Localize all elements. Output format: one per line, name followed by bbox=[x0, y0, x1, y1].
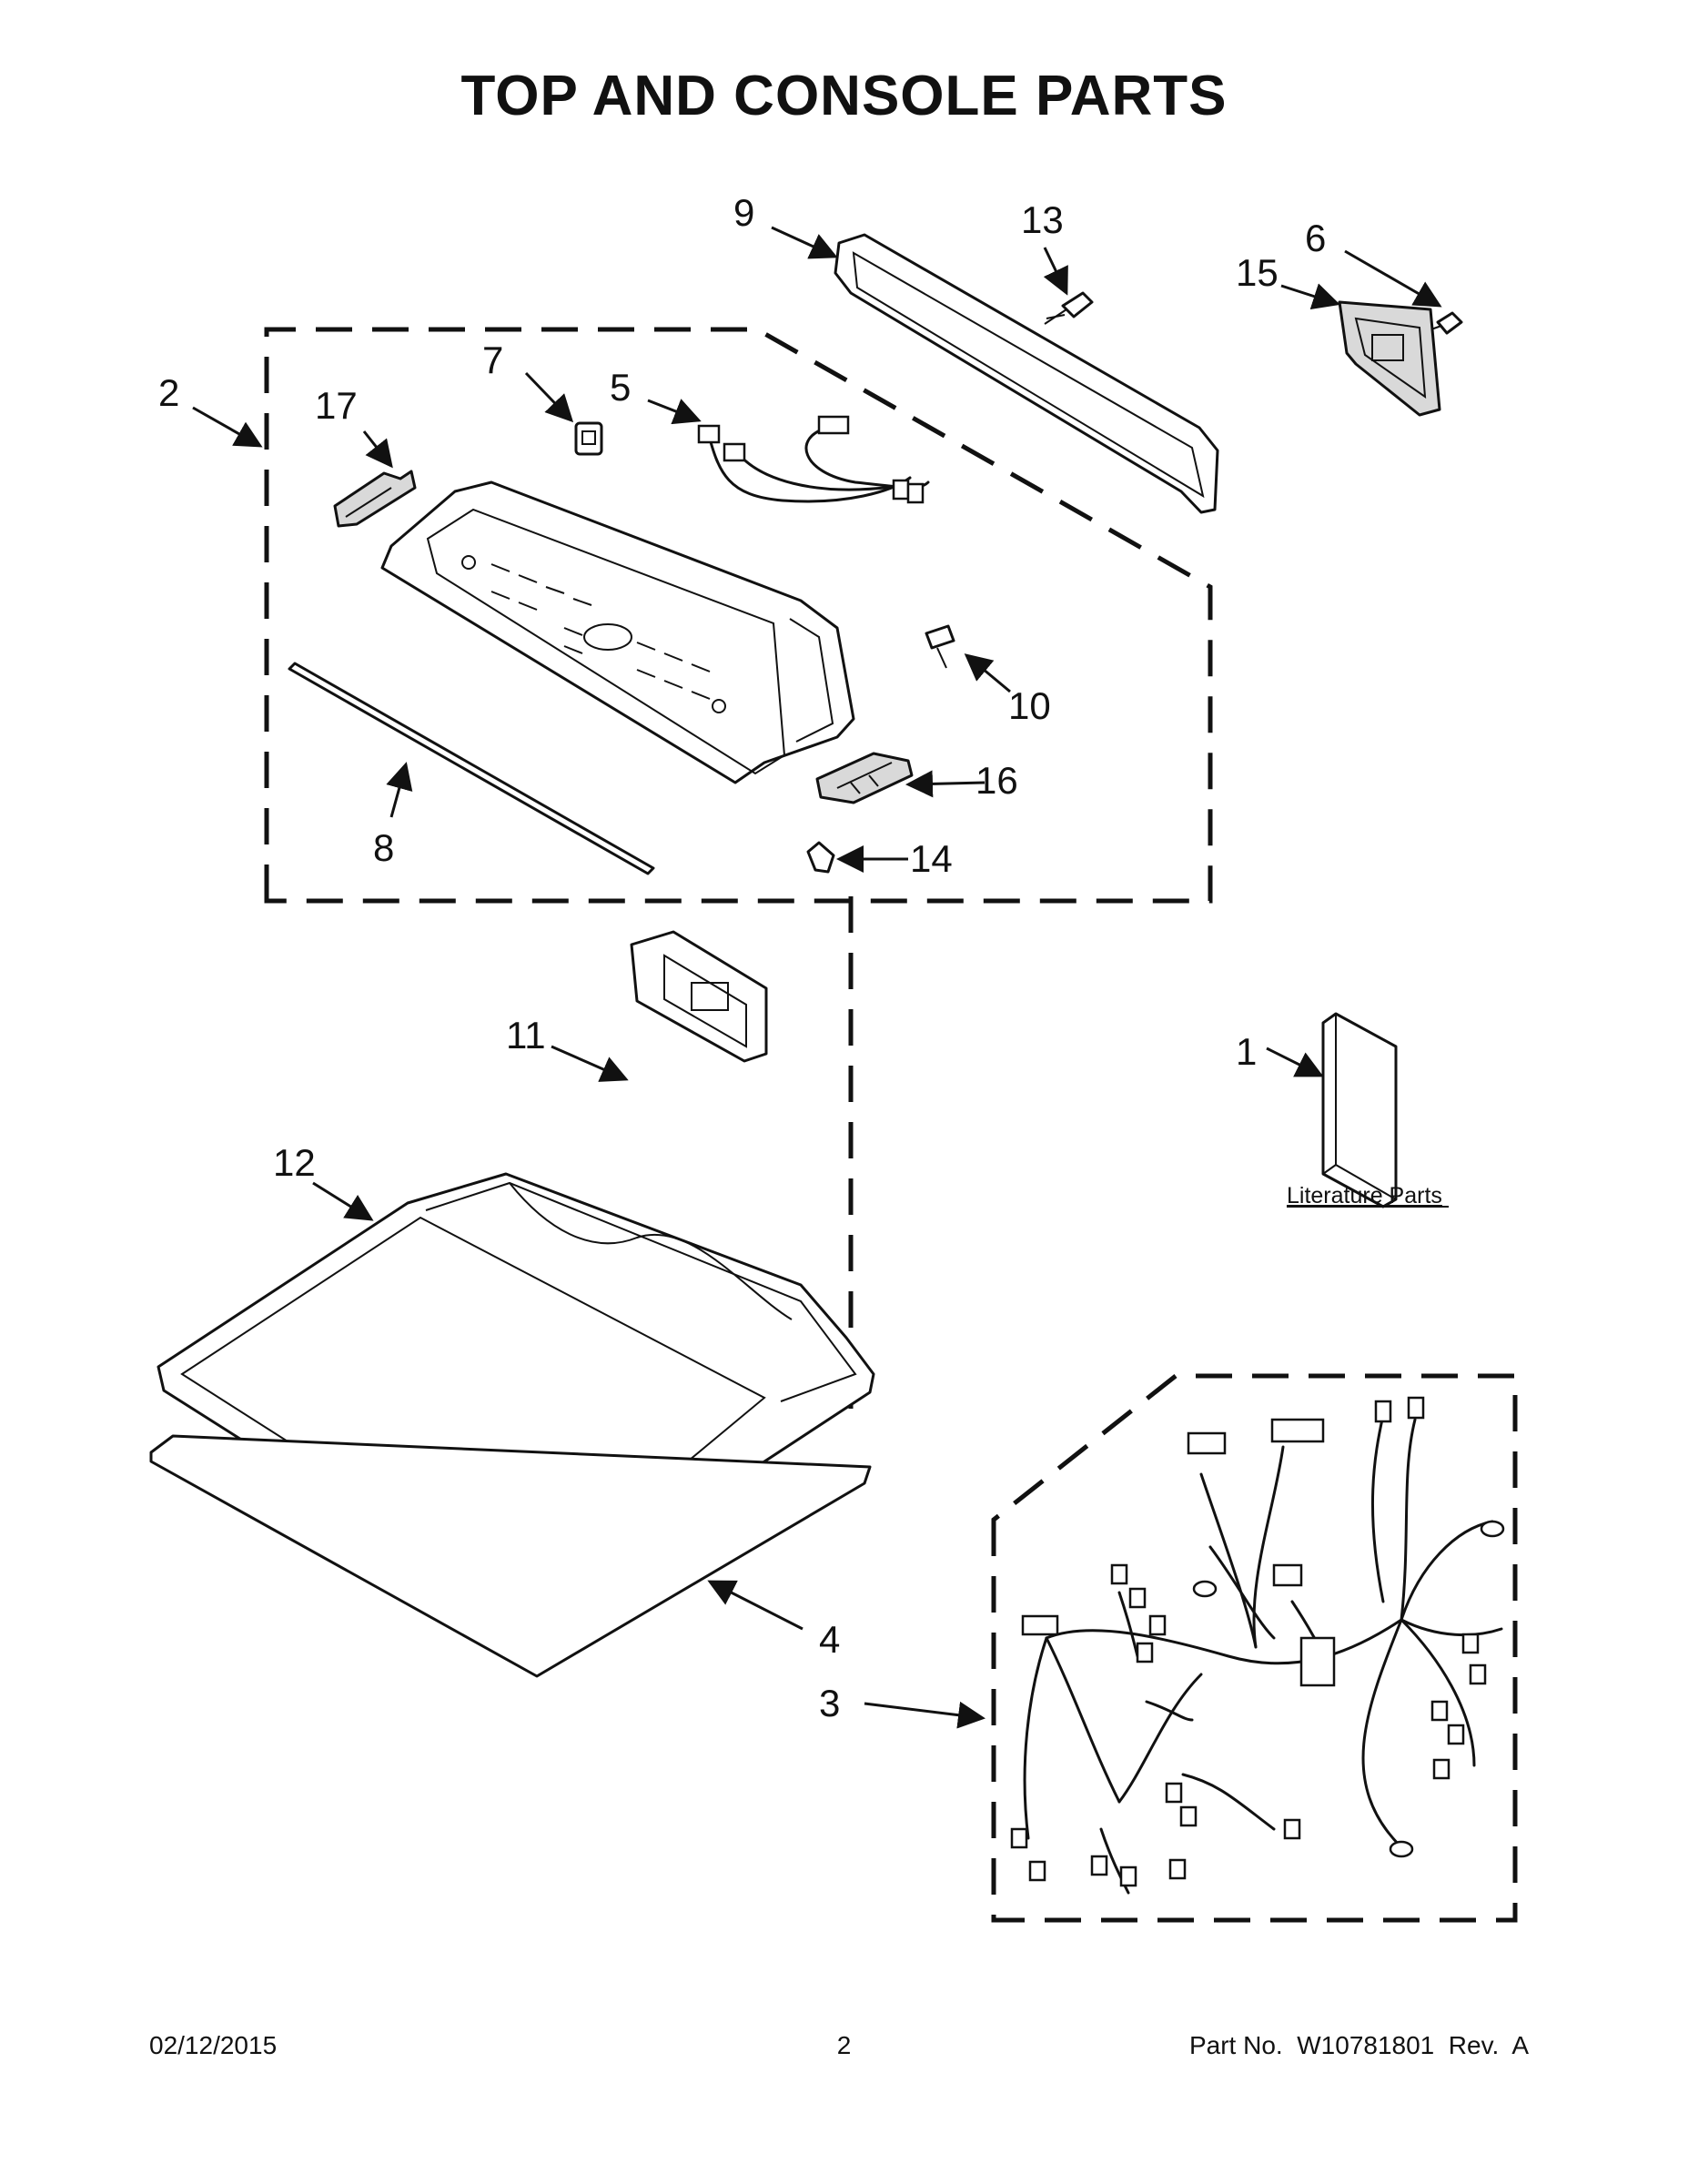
footer-date: 02/12/2015 bbox=[149, 2031, 278, 2059]
part-15-bracket bbox=[1338, 300, 1441, 417]
part-13-screw bbox=[1044, 291, 1094, 325]
part-11-control-board bbox=[630, 930, 768, 1063]
part-4-liner bbox=[149, 1434, 872, 1678]
part-16-bracket bbox=[815, 752, 914, 804]
page-title: TOP AND CONSOLE PARTS bbox=[460, 65, 1228, 127]
part-10-screw bbox=[925, 624, 955, 669]
callout-1: 1 bbox=[1236, 1030, 1257, 1073]
part-14-clip bbox=[806, 841, 835, 874]
console-group-outline bbox=[264, 327, 1213, 904]
callout-7: 7 bbox=[482, 339, 503, 381]
callout-17: 17 bbox=[315, 384, 358, 427]
callout-13: 13 bbox=[1021, 198, 1064, 241]
footer-page-number: 2 bbox=[836, 2031, 852, 2059]
callout-labels: 1 2 3 4 5 6 7 8 9 10 11 12 13 14 15 16 1… bbox=[158, 191, 1326, 1724]
part-1-literature bbox=[1321, 1012, 1398, 1208]
part-3-wire-harness bbox=[1010, 1396, 1505, 1895]
console-panel bbox=[380, 480, 855, 784]
part-8-trim-strip bbox=[288, 662, 655, 875]
footer-part-number: Part No. W10781801 Rev. A bbox=[1188, 2031, 1529, 2059]
part-5-wire-lead bbox=[697, 415, 930, 504]
leader-arrows bbox=[192, 226, 1442, 1729]
callout-14: 14 bbox=[910, 837, 953, 880]
callout-2: 2 bbox=[158, 371, 179, 414]
callout-12: 12 bbox=[273, 1141, 316, 1184]
callout-11: 11 bbox=[506, 1014, 546, 1057]
callout-8: 8 bbox=[373, 826, 394, 869]
callout-6: 6 bbox=[1305, 217, 1326, 259]
part-17-bracket bbox=[333, 470, 417, 528]
literature-parts-label: Literature Parts bbox=[1287, 1183, 1442, 1208]
callout-15: 15 bbox=[1236, 251, 1279, 294]
callout-3: 3 bbox=[819, 1682, 840, 1724]
callout-5: 5 bbox=[610, 366, 631, 409]
part-7-clip bbox=[574, 421, 603, 456]
callout-9: 9 bbox=[733, 191, 754, 234]
part-9-console-trim bbox=[834, 233, 1219, 514]
callout-10: 10 bbox=[1008, 684, 1051, 727]
harness-group-outline bbox=[991, 1373, 1518, 1923]
callout-16: 16 bbox=[975, 759, 1018, 802]
callout-4: 4 bbox=[819, 1618, 840, 1661]
